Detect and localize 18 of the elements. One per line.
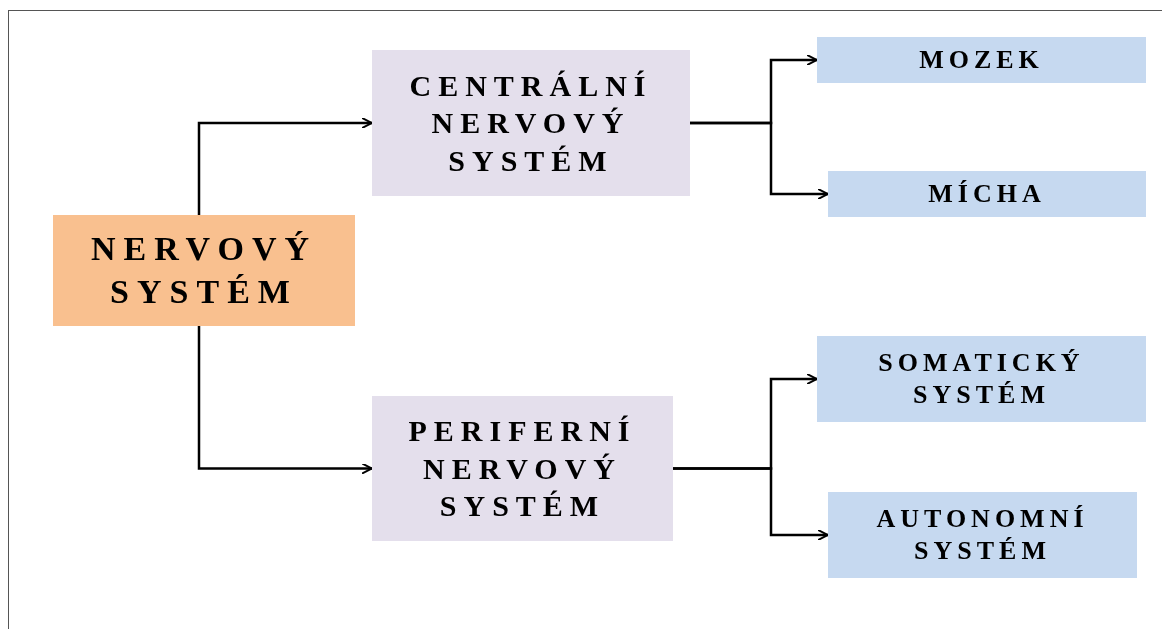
arrow xyxy=(690,121,829,200)
arrow xyxy=(197,117,373,215)
node-label: SOMATICKÝ SYSTÉM xyxy=(877,346,1086,411)
leaf-box xyxy=(817,336,1146,422)
node-label: PERIFERNÍ NERVOVÝ SYSTÉM xyxy=(407,413,638,525)
node-label: MÍCHA xyxy=(928,177,1046,210)
root-box xyxy=(53,215,355,326)
node-label: CENTRÁLNÍ NERVOVÝ SYSTÉM xyxy=(408,67,654,179)
arrow xyxy=(197,326,373,475)
leaf-box xyxy=(828,492,1137,578)
leaf-box xyxy=(817,37,1146,83)
leaf-box xyxy=(828,171,1146,217)
node-label: NERVOVÝ SYSTÉM xyxy=(90,229,318,312)
arrow xyxy=(673,467,829,541)
category-box xyxy=(372,396,673,541)
node-label: AUTONOMNÍ SYSTÉM xyxy=(875,502,1090,567)
category-box xyxy=(372,50,690,196)
node-label: MOZEK xyxy=(919,43,1044,76)
